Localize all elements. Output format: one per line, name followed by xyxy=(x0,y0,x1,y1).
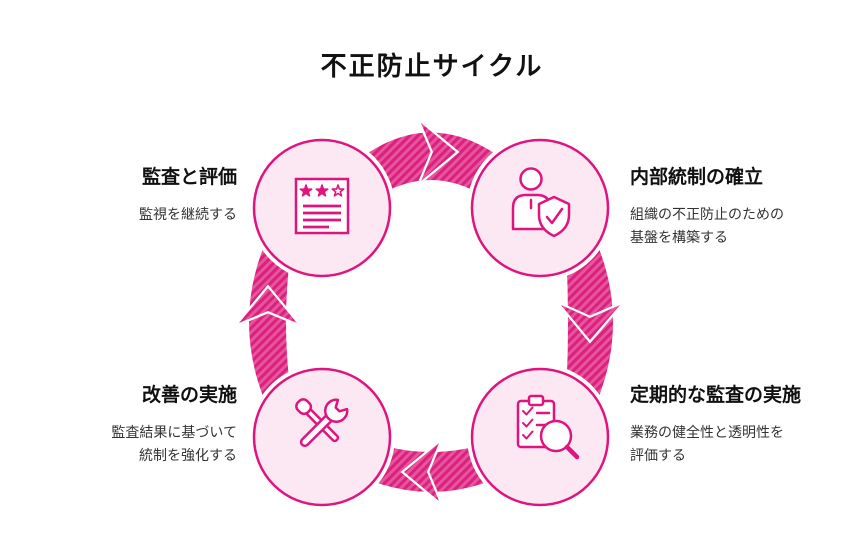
arrowhead-right-icon xyxy=(418,121,460,183)
person-shield-check-icon xyxy=(511,167,571,238)
node-label-regular-audit: 定期的な監査の実施 業務の健全性と透明性を 評価する xyxy=(630,383,801,467)
node-title: 定期的な監査の実施 xyxy=(630,385,802,406)
node-title: 監査と評価 xyxy=(141,167,237,188)
arrowhead-up-icon xyxy=(237,284,299,326)
arrowhead-down-icon xyxy=(559,302,622,344)
node-label-audit-evaluation: 監査と評価 監視を継続する xyxy=(139,165,237,226)
document-stars-icon xyxy=(294,177,350,235)
node-description: 監視を継続する xyxy=(139,206,237,222)
node-title: 改善の実施 xyxy=(141,385,237,406)
node-label-improvement: 改善の実施 監査結果に基づいて 統制を強化する xyxy=(111,383,237,467)
node-description: 監査結果に基づいて 統制を強化する xyxy=(111,424,237,463)
node-title: 内部統制の確立 xyxy=(630,167,764,188)
arrowhead-left-icon xyxy=(400,441,442,503)
node-description: 組織の不正防止のための 基盤を構築する xyxy=(630,206,784,245)
node-circle-improvement xyxy=(252,367,392,507)
clipboard-magnifier-icon xyxy=(516,394,580,460)
wrench-screwdriver-icon xyxy=(295,398,349,448)
node-description: 業務の健全性と透明性を 評価する xyxy=(630,424,784,463)
page-title: 不正防止サイクル xyxy=(320,51,544,81)
node-label-internal-control: 内部統制の確立 組織の不正防止のための 基盤を構築する xyxy=(630,165,784,249)
